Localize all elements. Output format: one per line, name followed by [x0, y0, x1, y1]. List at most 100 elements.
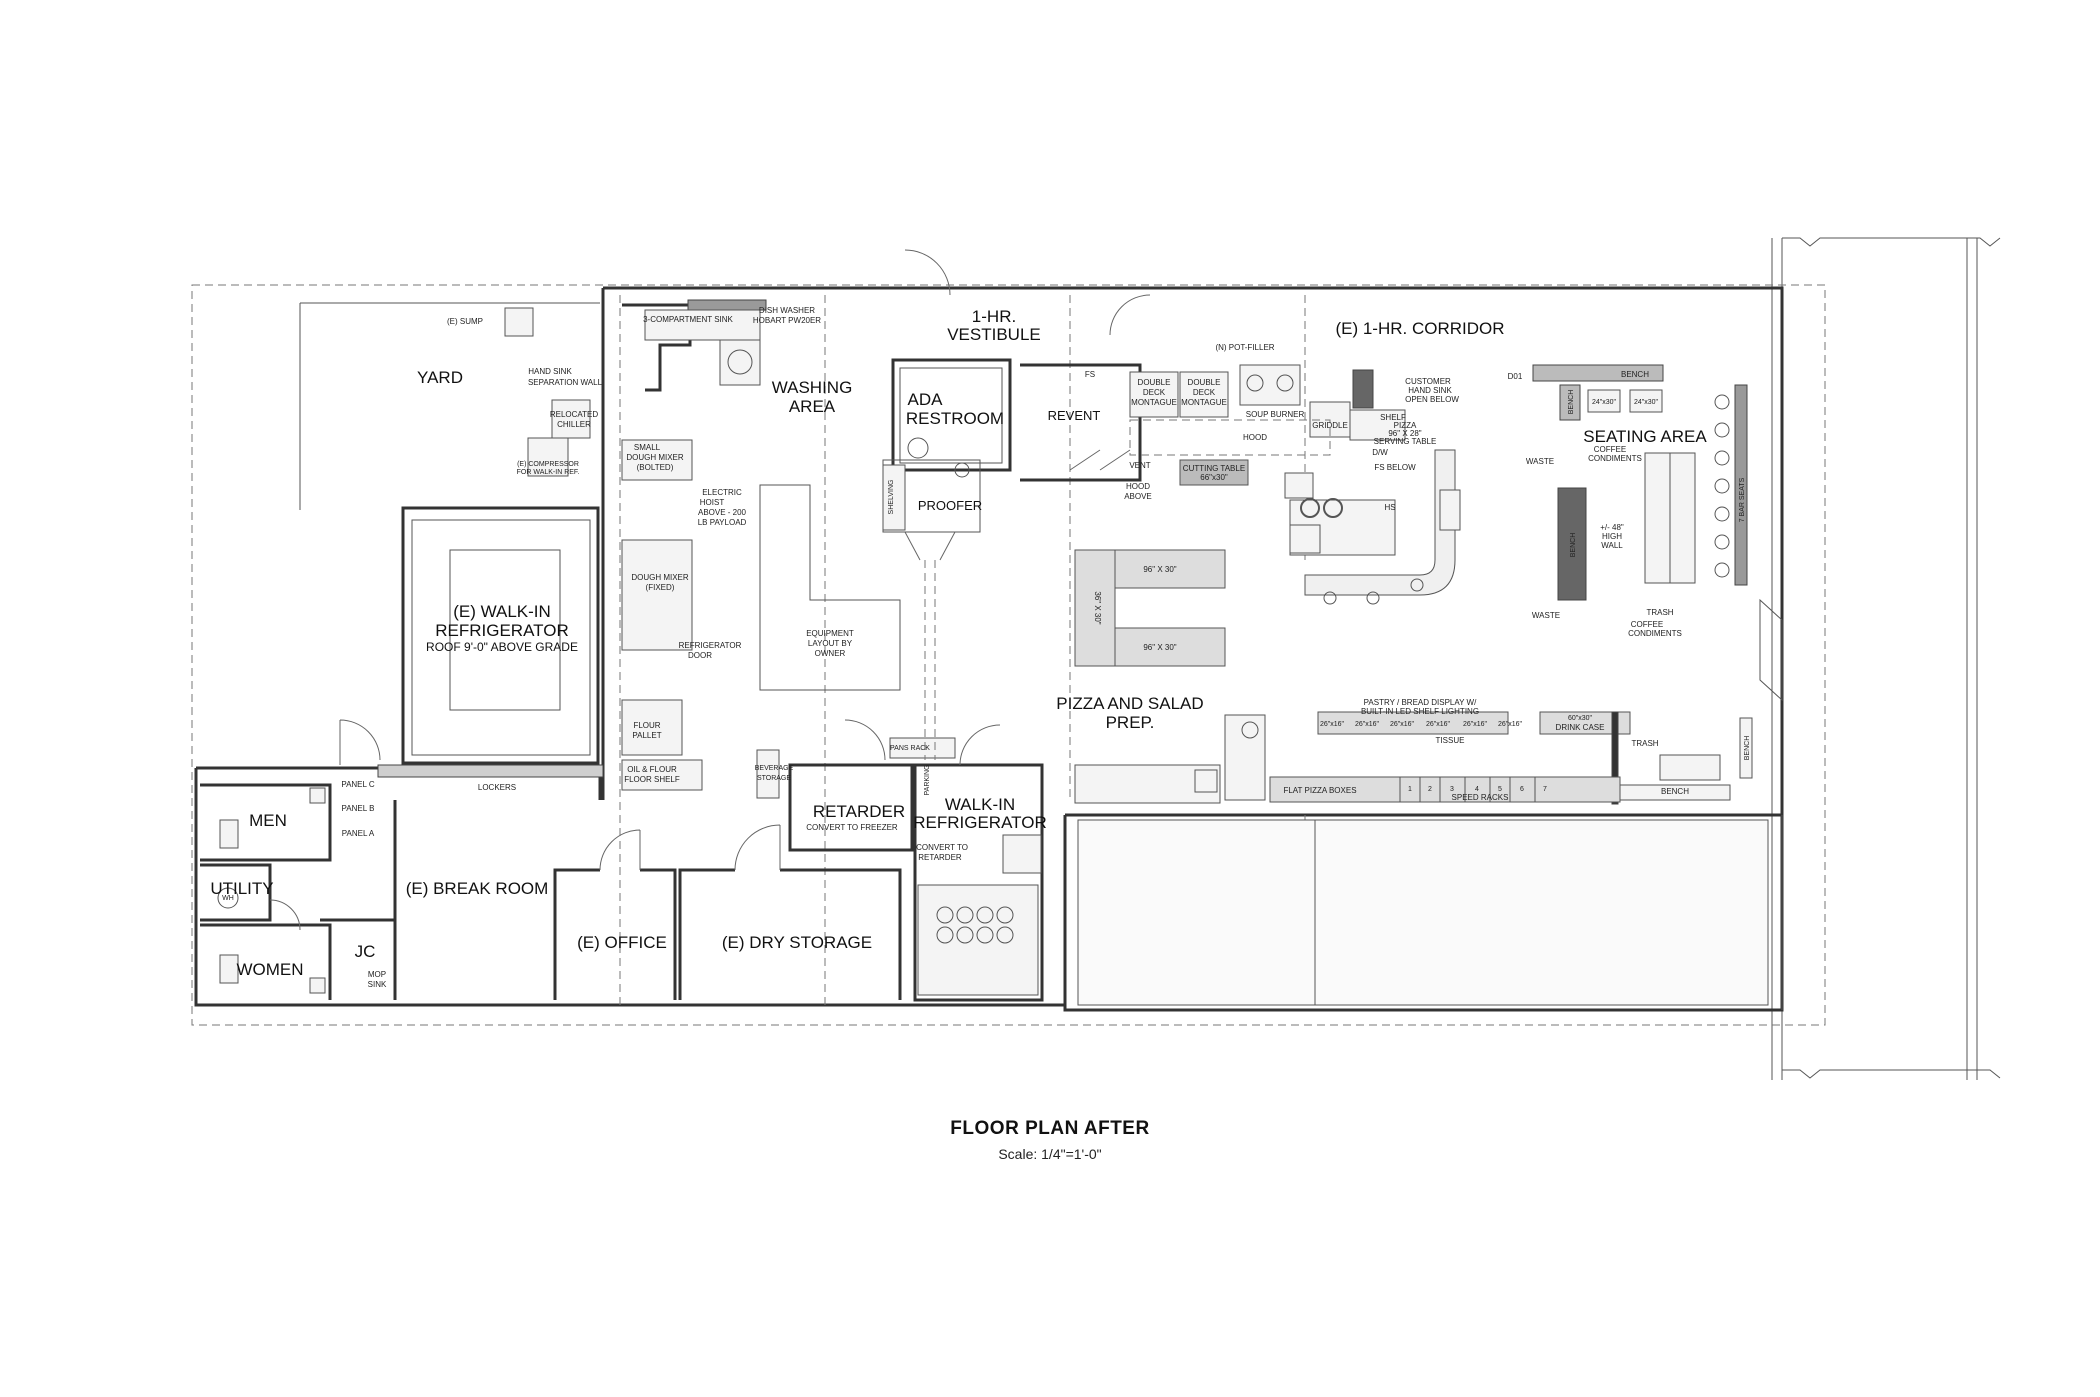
- label-wh: WH: [222, 895, 234, 902]
- label-bench-top: BENCH: [1621, 370, 1649, 379]
- label-pizzatable-1: PIZZA: [1394, 421, 1417, 430]
- label-highwall-2: HIGH: [1602, 532, 1622, 541]
- property-boundary: [191, 284, 1826, 1026]
- label-montague1-1: DOUBLE: [1138, 378, 1171, 387]
- room-vestibule-line2: VESTIBULE: [947, 325, 1041, 344]
- drawing-title: FLOOR PLAN AFTER: [950, 1118, 1150, 1139]
- vestibule-area: [882, 249, 1151, 760]
- label-walkin2-note-1: CONVERT TO: [916, 843, 968, 852]
- label-compressor-1: (E) COMPRESSOR: [517, 461, 579, 468]
- room-ada-line1: ADA: [908, 390, 944, 409]
- label-oilshelf-1: OIL & FLOUR: [627, 765, 677, 774]
- label-doughmixer-2: (FIXED): [646, 583, 675, 592]
- adjacent-building: [1771, 237, 2001, 1080]
- label-sump: (E) SUMP: [447, 317, 483, 326]
- label-montague1-2: DECK: [1143, 388, 1166, 397]
- label-hs: HS: [1384, 503, 1395, 512]
- label-montague2-3: MONTAGUE: [1181, 398, 1227, 407]
- label-coffee2-1: COFFEE: [1631, 620, 1663, 629]
- label-table96-2: 96" X 30": [1143, 643, 1176, 652]
- label-smallmixer-2: DOUGH MIXER: [626, 453, 684, 462]
- room-revent: REVENT: [1048, 408, 1101, 423]
- room-jc: JC: [355, 942, 376, 961]
- label-handsink: HAND SINK: [528, 367, 572, 376]
- label-montague2-2: DECK: [1193, 388, 1216, 397]
- label-montague1-3: MONTAGUE: [1131, 398, 1177, 407]
- room-walkin2-line1: WALK-IN: [945, 795, 1015, 814]
- label-panel-b: PANEL B: [342, 804, 375, 813]
- label-retarder-note: CONVERT TO FREEZER: [806, 823, 898, 832]
- label-customersink-2: HAND SINK: [1408, 386, 1452, 395]
- room-corridor: (E) 1-HR. CORRIDOR: [1335, 319, 1504, 338]
- label-compressor-2: FOR WALK-IN REF.: [517, 469, 580, 476]
- room-utility: UTILITY: [210, 879, 273, 898]
- prep-tables: [1074, 549, 1266, 804]
- label-pizzatable-3: SERVING TABLE: [1374, 437, 1437, 446]
- label-table24-2: 24"x30": [1634, 399, 1659, 406]
- label-smallmixer-1: SMALL: [634, 443, 661, 452]
- room-pizza-line1: PIZZA AND SALAD: [1056, 694, 1203, 713]
- retarder-walkin: [788, 719, 1044, 1002]
- label-fsbelow: FS BELOW: [1374, 463, 1416, 472]
- label-table24-1: 24"x30": [1592, 399, 1617, 406]
- room-pizza-line2: PREP.: [1106, 713, 1155, 732]
- label-speedracks: SPEED RACKS: [1452, 793, 1509, 802]
- room-vestibule-line1: 1-HR.: [972, 307, 1016, 326]
- label-griddle: GRIDDLE: [1312, 421, 1348, 430]
- label-dishwasher-1: DISH WASHER: [759, 306, 815, 315]
- label-hoist-4: LB PAYLOAD: [698, 518, 747, 527]
- yard-equipment: [504, 307, 591, 477]
- label-pastry-2: BUILT-IN LED SHELF LIGHTING: [1361, 707, 1479, 716]
- label-flourpallet-1: FLOUR: [633, 721, 660, 730]
- label-dishwasher-2: HOBART PW20ER: [753, 316, 821, 325]
- label-rack-1: 1: [1408, 786, 1412, 793]
- room-retarder: RETARDER: [813, 802, 905, 821]
- label-tissue: TISSUE: [1436, 736, 1465, 745]
- label-hoodabove-2: ABOVE: [1124, 492, 1152, 501]
- label-drinkcase-2: DRINK CASE: [1556, 723, 1605, 732]
- label-shelving: SHELVING: [888, 480, 895, 515]
- building-walls: [194, 286, 1784, 1012]
- label-coffee1-2: CONDIMENTS: [1588, 454, 1642, 463]
- label-drinkcase-1: 60"x30": [1568, 715, 1593, 722]
- label-bench-mid: BENCH: [1570, 533, 1577, 558]
- office-and-storage: [553, 749, 902, 1000]
- label-chiller-2: CHILLER: [557, 420, 591, 429]
- label-dw: D/W: [1372, 448, 1388, 457]
- label-rack-3: 3: [1450, 786, 1454, 793]
- label-rack-6: 6: [1520, 786, 1524, 793]
- label-chiller-1: RELOCATED: [550, 410, 599, 419]
- label-table96-1: 96" X 30": [1143, 565, 1176, 574]
- walkin-refrigerator-existing: [377, 506, 604, 778]
- label-equip-3: OWNER: [815, 649, 846, 658]
- label-compsink: 3-COMPARTMENT SINK: [643, 315, 733, 324]
- label-highwall-1: +/- 48": [1600, 523, 1624, 532]
- label-customersink-1: CUSTOMER: [1405, 377, 1451, 386]
- label-coffee1-1: COFFEE: [1594, 445, 1626, 454]
- label-soupburner: SOUP BURNER: [1246, 410, 1305, 419]
- title-block: FLOOR PLAN AFTER Scale: 1/4"=1'-0": [0, 1118, 2100, 1162]
- label-shelf: SHELF: [1380, 413, 1406, 422]
- room-washing-line2: AREA: [789, 397, 836, 416]
- label-hoist-1: ELECTRIC: [702, 488, 742, 497]
- label-rack-5: 5: [1498, 786, 1502, 793]
- room-walkin2-line2: REFRIGERATOR: [913, 813, 1047, 832]
- label-customersink-3: OPEN BELOW: [1405, 395, 1459, 404]
- label-pastry-1: PASTRY / BREAD DISPLAY W/: [1364, 698, 1477, 707]
- label-mopsink-2: SINK: [368, 980, 387, 989]
- room-seating: SEATING AREA: [1583, 427, 1707, 446]
- label-doughmixer-1: DOUGH MIXER: [631, 573, 689, 582]
- front-counter: [1269, 711, 1631, 805]
- label-panrack: PANS RACK: [890, 745, 930, 752]
- label-pizzatable-2: 96" X 28": [1388, 429, 1421, 438]
- label-bevstorage-1: BEVERAGE: [755, 765, 794, 772]
- label-potfiller: (N) POT-FILLER: [1215, 343, 1274, 352]
- label-pizzaboxes: FLAT PIZZA BOXES: [1283, 786, 1356, 795]
- label-case-1: 26"x16": [1320, 721, 1345, 728]
- label-refdoor-1: REFRIGERATOR: [679, 641, 742, 650]
- label-equip-2: LAYOUT BY: [808, 639, 853, 648]
- room-ada-line2: RESTROOM: [906, 409, 1004, 428]
- label-trash-2: TRASH: [1631, 739, 1658, 748]
- label-parking: PARKING: [924, 765, 931, 796]
